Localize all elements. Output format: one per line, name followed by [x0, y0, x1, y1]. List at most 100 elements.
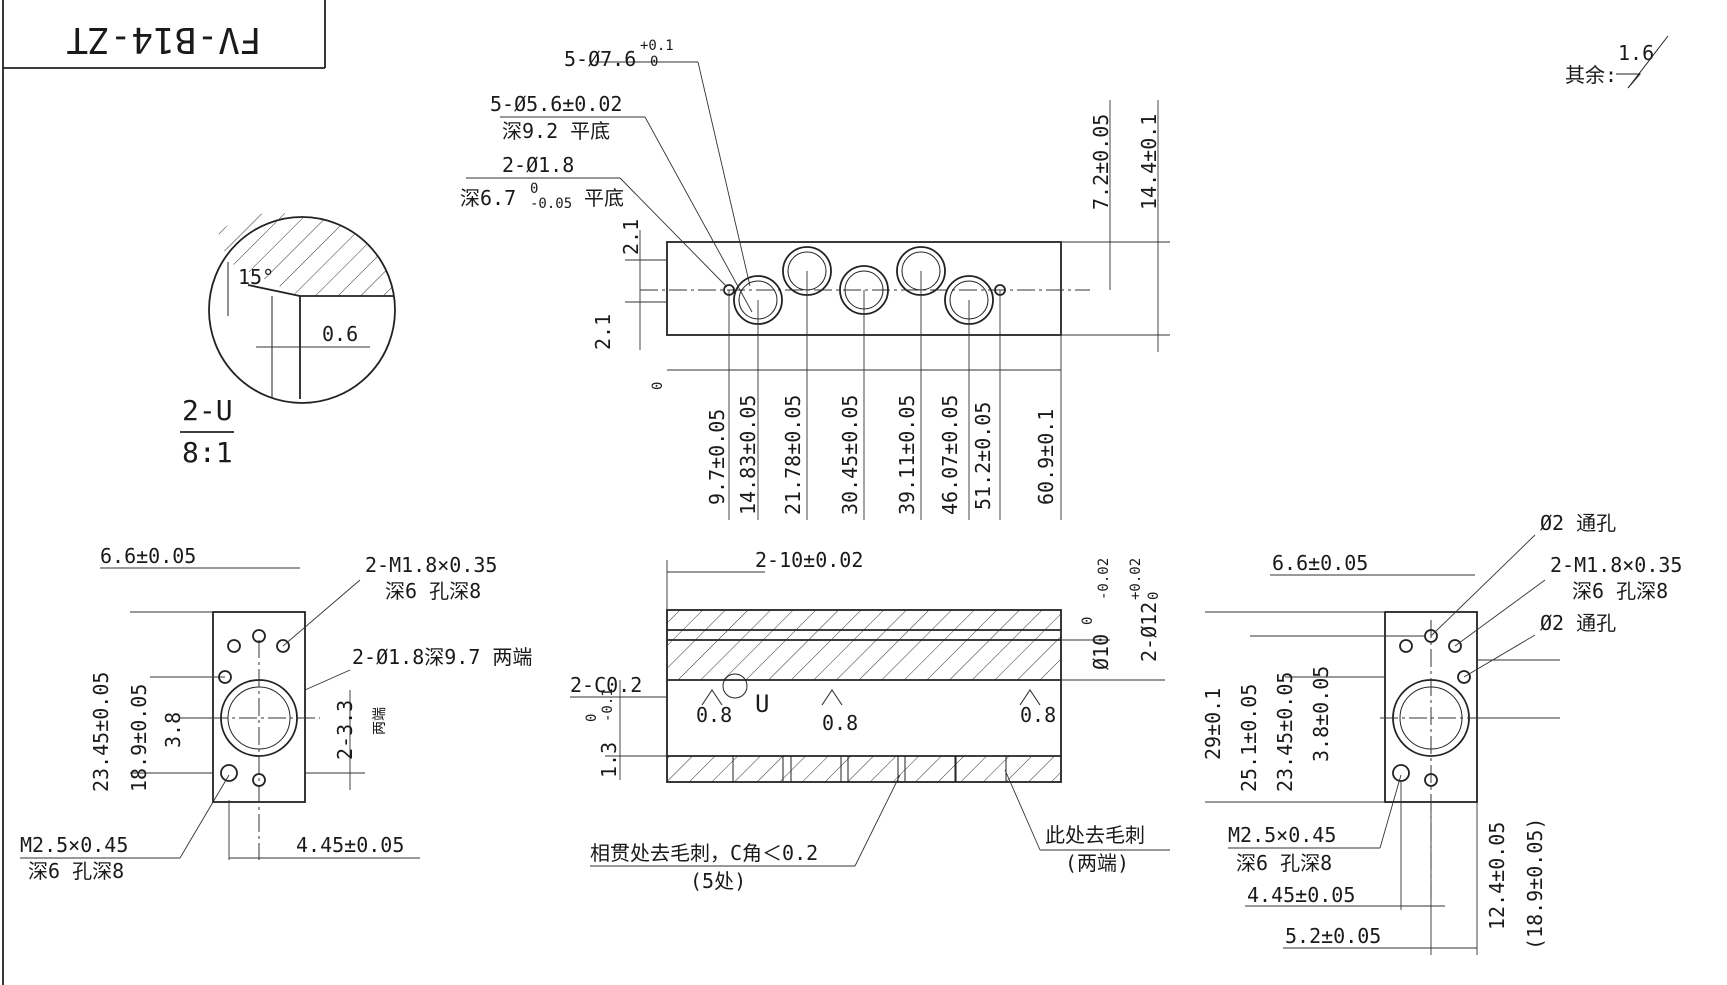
left-hole-6: [252, 773, 266, 787]
detail-hatch: [218, 212, 393, 296]
right-side-dim-3: 23.45±0.05: [1273, 672, 1297, 792]
detail-view-u: 15° 0.6 2-U 8:1: [180, 212, 396, 469]
left-thread-depth: 深6 孔深8: [385, 579, 481, 603]
left-hole-2: [252, 629, 266, 643]
top-origin: 0: [650, 382, 666, 390]
left-top-dim: 6.6±0.05: [100, 544, 196, 568]
right-right-dim-2: (18.9±0.05): [1523, 818, 1547, 950]
left-pin: 2-Ø1.8深9.7 两端: [352, 645, 532, 669]
top-vdim-1: 7.2±0.05: [1089, 114, 1113, 210]
section-left-dim: 1.3: [597, 742, 621, 778]
top-bdim-1: 9.7±0.05: [705, 409, 729, 505]
section-tol-4: 0: [1146, 592, 1162, 600]
section-note-right-sub: (两端): [1065, 851, 1129, 875]
right-end-view: Ø2 通孔 6.6±0.05 2-M1.8×0.35 深6 孔深8 Ø2 通孔 …: [1201, 511, 1682, 955]
section-note-left-sub: (5处): [690, 869, 746, 893]
part-number: FV-B14-ZT: [66, 19, 261, 60]
left-side-dim-2: 18.9±0.05: [127, 684, 151, 792]
top-view: 5-Ø7.6 +0.1 0 5-Ø5.6±0.02 深9.2 平底 2-Ø1.8…: [460, 38, 1170, 520]
left-thread: 2-M1.8×0.35: [365, 553, 497, 577]
top-bdim-7: 51.2±0.05: [971, 402, 995, 510]
left-hole-3: [276, 639, 290, 653]
callout-pin-flat: 平底: [584, 186, 624, 210]
section-note-left: 相贯处去毛刺，C角＜0.2: [590, 841, 818, 865]
top-bdim-5: 39.11±0.05: [895, 395, 919, 515]
left-side-dim-1: 23.45±0.05: [89, 672, 113, 792]
section-right-dim-2: 2-Ø12: [1137, 602, 1161, 662]
callout-pin-depth: 深6.7: [460, 186, 516, 210]
right-thread: 2-M1.8×0.35: [1550, 553, 1682, 577]
section-tol-2: -0.02: [1096, 558, 1112, 600]
right-bottom-dim-1: 4.45±0.05: [1247, 883, 1355, 907]
section-left-tol-lower: -0.1: [600, 688, 616, 722]
callout-pocket-depth: 深9.2 平底: [502, 119, 610, 143]
roughness-note: 其余: 1.6: [1565, 35, 1669, 89]
top-vdim-2: 14.4±0.1: [1137, 114, 1161, 210]
roughness-symbol-icon: [1616, 35, 1669, 89]
detail-dim: 0.6: [322, 322, 358, 346]
right-side-dim-4: 3.8±0.05: [1309, 666, 1333, 762]
right-hole-6: [1424, 773, 1438, 787]
top-left-dim-2: 2.1: [591, 314, 615, 350]
callout-bore: 5-Ø7.6: [564, 47, 636, 71]
callout-bore-tol-upper: +0.1: [640, 38, 674, 54]
section-tol-3: +0.02: [1128, 558, 1144, 600]
roughness-value: 1.6: [1618, 41, 1654, 65]
section-detail-ref: U: [755, 690, 769, 718]
roughness-icon-1: [701, 689, 723, 706]
section-roughness-1: 0.8: [696, 703, 732, 727]
top-bdim-3: 21.78±0.05: [781, 395, 805, 515]
callout-pocket: 5-Ø5.6±0.02: [490, 92, 622, 116]
detail-angle: 15°: [238, 265, 274, 289]
right-bottom-thread: M2.5×0.45: [1228, 823, 1336, 847]
right-side-dim-2: 25.1±0.05: [1237, 684, 1261, 792]
callout-bore-tol-lower: 0: [650, 54, 658, 70]
right-through-hole-2: Ø2 通孔: [1540, 611, 1616, 635]
top-bdim-2: 14.83±0.05: [736, 395, 760, 515]
left-bottom-thread: M2.5×0.45: [20, 833, 128, 857]
right-bottom-dim-2: 5.2±0.05: [1285, 924, 1381, 948]
right-thread-depth: 深6 孔深8: [1572, 579, 1668, 603]
left-hole-5: [220, 764, 238, 782]
section-view: 2-10±0.02 Ø10 2-Ø12 0 -0.02 +0.02 0 2-C0…: [570, 548, 1170, 893]
section-tol-1: 0: [1080, 617, 1096, 625]
right-top-dim: 6.6±0.05: [1272, 551, 1368, 575]
section-left-tol-upper: 0: [584, 714, 600, 722]
right-hole-5: [1392, 764, 1410, 782]
right-hole-3: [1448, 639, 1462, 653]
left-bottom-depth: 深6 孔深8: [28, 859, 124, 883]
left-end-view: 6.6±0.05 2-M1.8×0.35 深6 孔深8 2-Ø1.8深9.7 两…: [20, 544, 532, 883]
right-hole-1: [1399, 639, 1413, 653]
left-right-note: 两端: [372, 707, 388, 735]
right-right-dim-1: 12.4±0.05: [1485, 822, 1509, 930]
section-right-dim-1: Ø10: [1089, 634, 1113, 670]
section-roughness-3: 0.8: [1020, 703, 1056, 727]
roughness-label: 其余:: [1565, 63, 1617, 87]
right-bottom-depth: 深6 孔深8: [1236, 851, 1332, 875]
detail-scale: 8:1: [182, 436, 233, 469]
callout-pin: 2-Ø1.8: [502, 153, 574, 177]
left-right-dim: 2-3.3: [333, 700, 357, 760]
top-bdim-4: 30.45±0.05: [838, 395, 862, 515]
callout-pin-tol-lower: -0.05: [530, 196, 572, 212]
section-hatch-top: [667, 610, 1061, 680]
section-chamfer: 2-C0.2: [570, 673, 642, 697]
detail-name: 2-U: [182, 394, 233, 427]
section-top-dim: 2-10±0.02: [755, 548, 863, 572]
top-bdim-8: 60.9±0.1: [1034, 409, 1058, 505]
top-left-dim-1: 2.1: [619, 219, 643, 255]
right-hole-4: [1457, 670, 1471, 684]
right-side-dim-1: 29±0.1: [1201, 688, 1225, 760]
detail-u-circle: [722, 673, 748, 699]
left-hole-1: [227, 639, 241, 653]
left-bottom-dim: 4.45±0.05: [296, 833, 404, 857]
right-through-hole-1: Ø2 通孔: [1540, 511, 1616, 535]
section-roughness-2: 0.8: [822, 711, 858, 735]
section-note-right: 此处去毛刺: [1045, 823, 1145, 847]
roughness-icon-3: [1019, 689, 1041, 706]
roughness-icon-2: [821, 689, 843, 706]
left-side-dim-3: 3.8: [161, 712, 185, 748]
section-hatch-bottom: [667, 756, 1061, 782]
callout-pin-tol-upper: 0: [530, 181, 538, 197]
